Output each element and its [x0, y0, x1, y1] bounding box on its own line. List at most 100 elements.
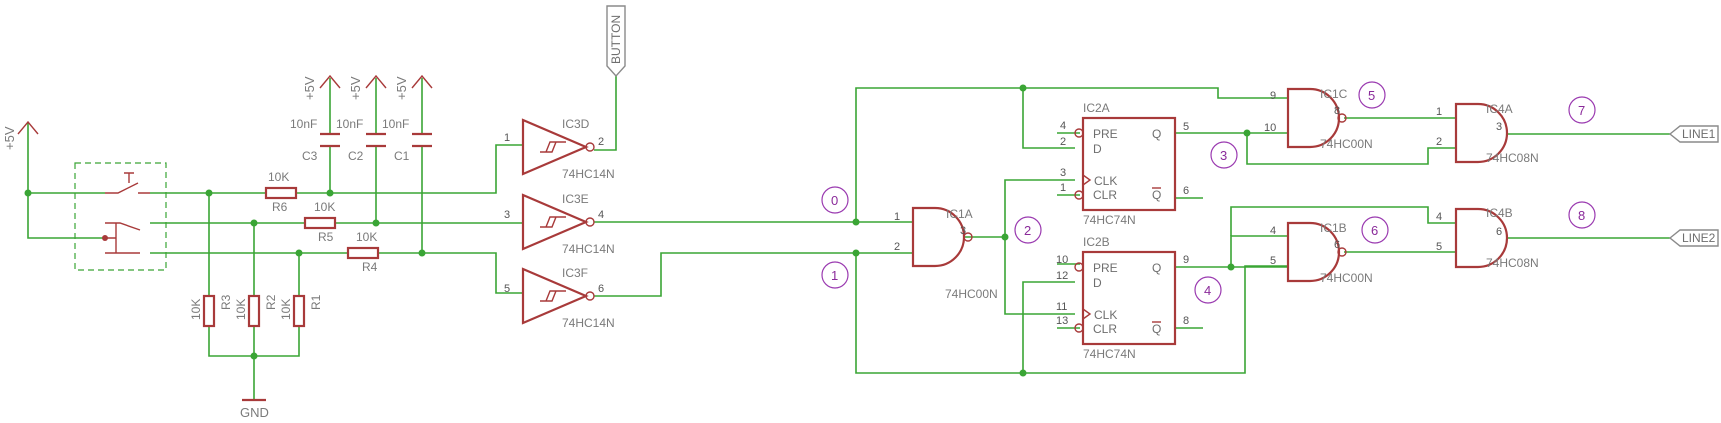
svg-text:1: 1 — [1060, 182, 1066, 194]
port-line1: LINE1 — [1668, 125, 1719, 143]
marker-4: 4 — [1194, 276, 1222, 304]
svg-text:1: 1 — [504, 132, 510, 144]
svg-text:GND: GND — [240, 405, 269, 420]
nand-gate-ic1c: 9 10 8 IC1C 74HC00N — [1264, 87, 1373, 151]
nand-gate-ic1a: 1 2 3 IC1A 74HC00N — [894, 206, 998, 301]
svg-text:5: 5 — [1436, 241, 1442, 253]
svg-text:4: 4 — [1270, 225, 1276, 237]
svg-text:6: 6 — [1334, 239, 1340, 251]
svg-text:12: 12 — [1056, 270, 1068, 282]
button-switch — [74, 162, 167, 271]
svg-text:3: 3 — [1496, 121, 1502, 133]
svg-text:6: 6 — [1496, 226, 1502, 238]
junction-dots — [24, 84, 1251, 377]
svg-text:+5V: +5V — [348, 76, 363, 100]
svg-text:6: 6 — [1371, 223, 1378, 238]
schmitt-inverter-ic3f: 5 6 IC3F 74HC14N — [504, 266, 615, 330]
svg-text:74HC08N: 74HC08N — [1486, 256, 1539, 270]
svg-text:CLK: CLK — [1094, 308, 1117, 322]
svg-text:1: 1 — [1436, 106, 1442, 118]
svg-text:IC3E: IC3E — [562, 192, 589, 206]
svg-text:5: 5 — [1368, 88, 1375, 103]
marker-0: 0 — [821, 186, 849, 214]
and-gate-ic4b: 4 5 6 IC4B 74HC08N — [1436, 206, 1539, 270]
svg-text:IC2A: IC2A — [1083, 101, 1110, 115]
svg-text:IC2B: IC2B — [1083, 235, 1110, 249]
svg-text:11: 11 — [1056, 301, 1067, 313]
svg-text:3: 3 — [504, 209, 510, 221]
svg-text:+5V: +5V — [302, 76, 317, 100]
svg-text:IC1C: IC1C — [1320, 87, 1348, 101]
svg-text:74HC14N: 74HC14N — [562, 316, 615, 330]
capacitor-c3: 10nF C3 — [290, 117, 340, 163]
svg-text:74HC00N: 74HC00N — [1320, 271, 1373, 285]
vcc-symbol-c1: +5V — [394, 74, 433, 100]
vcc-symbol-c2: +5V — [348, 74, 387, 100]
svg-text:IC1B: IC1B — [1320, 221, 1347, 235]
svg-text:D: D — [1093, 142, 1102, 156]
svg-text:C2: C2 — [348, 149, 364, 163]
svg-text:10nF: 10nF — [336, 117, 363, 131]
svg-text:IC4A: IC4A — [1486, 102, 1513, 116]
svg-text:6: 6 — [598, 283, 604, 295]
svg-text:CLK: CLK — [1094, 174, 1117, 188]
resistor-r4: 10K R4 — [346, 230, 380, 274]
marker-5: 5 — [1358, 81, 1386, 109]
svg-text:10nF: 10nF — [290, 117, 317, 131]
svg-text:IC3D: IC3D — [562, 117, 590, 131]
resistor-r3: 10K R3 — [189, 294, 233, 328]
svg-text:74HC00N: 74HC00N — [945, 287, 998, 301]
svg-text:1: 1 — [831, 268, 838, 283]
svg-text:1: 1 — [894, 211, 900, 223]
svg-text:10K: 10K — [268, 170, 289, 184]
svg-text:0: 0 — [831, 193, 838, 208]
svg-text:10K: 10K — [279, 299, 293, 320]
svg-text:74HC74N: 74HC74N — [1083, 213, 1136, 227]
marker-8: 8 — [1568, 201, 1596, 229]
marker-2: 2 — [1014, 216, 1042, 244]
svg-text:3: 3 — [960, 225, 966, 237]
svg-text:10K: 10K — [356, 230, 377, 244]
svg-text:3: 3 — [1060, 167, 1066, 179]
svg-text:2: 2 — [1060, 136, 1066, 148]
svg-text:3: 3 — [1220, 148, 1227, 163]
svg-text:R1: R1 — [309, 294, 323, 310]
and-gate-ic4a: 1 2 3 IC4A 74HC08N — [1436, 102, 1539, 165]
svg-text:4: 4 — [1060, 120, 1066, 132]
svg-text:PRE: PRE — [1093, 127, 1118, 141]
svg-text:5: 5 — [1270, 255, 1276, 267]
svg-text:9: 9 — [1183, 254, 1189, 266]
svg-text:C3: C3 — [302, 149, 318, 163]
svg-text:IC3F: IC3F — [562, 266, 588, 280]
svg-text:10: 10 — [1264, 122, 1276, 134]
svg-text:8: 8 — [1578, 208, 1585, 223]
svg-text:IC1A: IC1A — [946, 207, 973, 221]
svg-text:2: 2 — [1024, 223, 1031, 238]
svg-text:9: 9 — [1270, 90, 1276, 102]
svg-text:74HC74N: 74HC74N — [1083, 347, 1136, 361]
schmitt-inverter-ic3d: 1 2 IC3D 74HC14N — [504, 117, 615, 181]
resistor-r2: 10K R2 — [234, 294, 278, 328]
svg-text:C1: C1 — [394, 149, 410, 163]
svg-text:4: 4 — [1204, 283, 1211, 298]
svg-text:BUTTON: BUTTON — [609, 15, 623, 64]
svg-text:5: 5 — [1183, 121, 1189, 133]
svg-text:R4: R4 — [362, 260, 378, 274]
vcc-symbol-c3: +5V — [302, 74, 341, 100]
svg-text:LINE2: LINE2 — [1682, 231, 1716, 245]
svg-text:6: 6 — [1183, 185, 1189, 197]
svg-text:74HC14N: 74HC14N — [562, 242, 615, 256]
nand-gate-ic1b: 4 5 6 IC1B 74HC00N — [1270, 221, 1373, 285]
svg-text:10K: 10K — [234, 299, 248, 320]
marker-6: 6 — [1361, 216, 1389, 244]
svg-text:Q: Q — [1152, 322, 1161, 336]
svg-text:5: 5 — [504, 283, 510, 295]
svg-text:2: 2 — [598, 136, 604, 148]
svg-text:13: 13 — [1056, 315, 1068, 327]
svg-text:10nF: 10nF — [382, 117, 409, 131]
svg-text:2: 2 — [1436, 136, 1442, 148]
svg-text:R6: R6 — [272, 200, 288, 214]
svg-text:74HC08N: 74HC08N — [1486, 151, 1539, 165]
svg-text:Q: Q — [1152, 127, 1161, 141]
svg-text:4: 4 — [1436, 211, 1442, 223]
